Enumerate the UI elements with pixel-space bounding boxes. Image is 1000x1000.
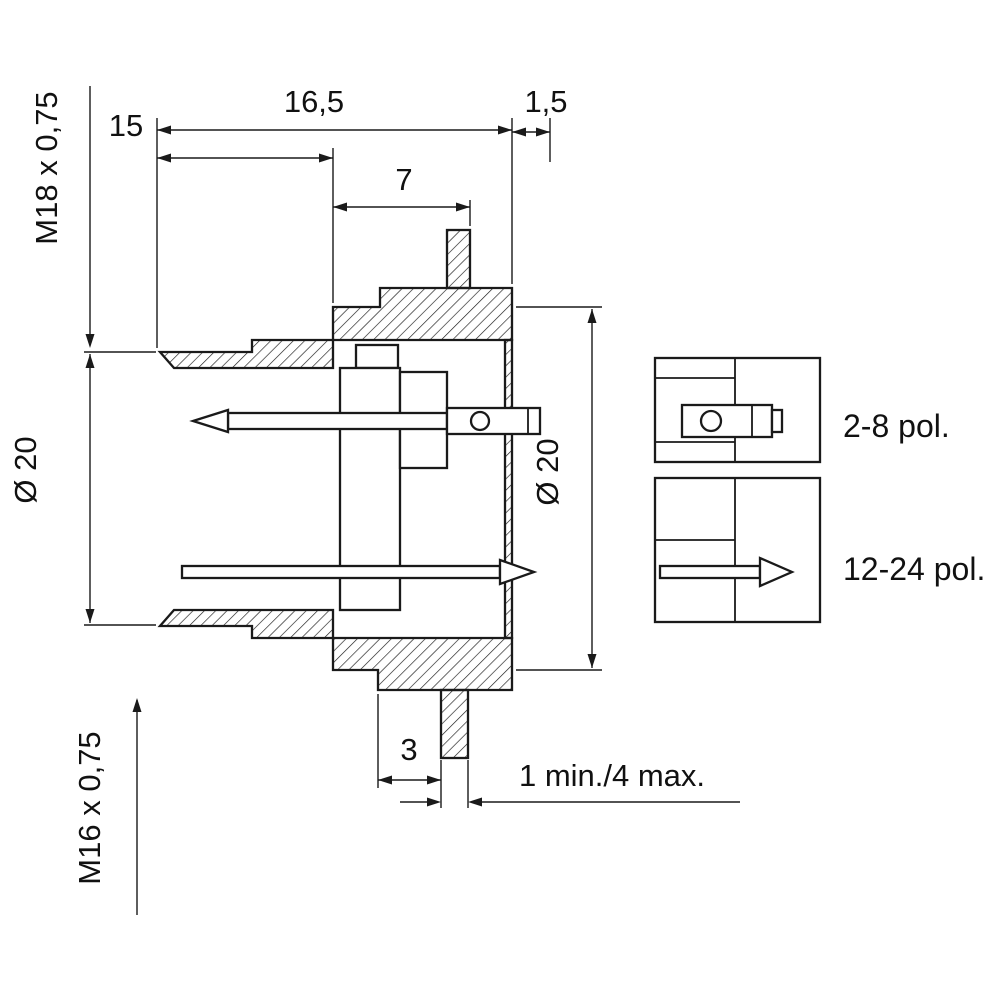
lower-pin-tip <box>498 558 538 586</box>
dimension-7: 7 <box>333 162 471 226</box>
thread-label-m16: M16 x 0,75 <box>72 731 107 884</box>
dimension-16-5: 16,5 <box>156 84 513 348</box>
centre-pin-shaft <box>226 411 449 431</box>
detail-blade-tip <box>758 556 795 588</box>
lower-pin-blade <box>180 564 502 580</box>
dia-label-right: Ø 20 <box>530 438 565 505</box>
dimension-1-5: 1,5 <box>512 84 568 162</box>
detail-blade-body <box>658 564 762 580</box>
centre-pin-tip <box>189 408 230 434</box>
flange-bottom <box>331 636 514 692</box>
dim-label-7: 7 <box>395 162 412 197</box>
dimension-3: 3 <box>377 694 442 808</box>
mounting-tab-bottom <box>439 688 470 760</box>
rear-wall <box>503 338 514 640</box>
dia-label-left: Ø 20 <box>8 436 43 503</box>
shell-bottom-wall <box>157 608 335 640</box>
detail-pin-body <box>680 403 774 439</box>
mounting-tab-top <box>445 228 472 290</box>
flange-top <box>331 286 514 342</box>
dimension-m16-thread: M16 x 0,75 <box>72 698 142 915</box>
dimension-panel-thickness: 1 min./4 max. <box>400 758 740 808</box>
dim-label-3: 3 <box>400 732 417 767</box>
thread-label-m18: M18 x 0,75 <box>29 91 64 244</box>
dim-label-15: 15 <box>109 108 143 143</box>
centre-pin <box>189 406 542 436</box>
terminal-hole <box>469 410 491 432</box>
insulator-key <box>354 343 400 370</box>
dim-label-panel: 1 min./4 max. <box>519 758 705 793</box>
dimension-15: 15 <box>109 108 334 303</box>
variant-label-small: 2-8 pol. <box>843 408 950 444</box>
lower-pin <box>180 558 538 586</box>
dimension-dia20-right: Ø 20 <box>516 306 602 671</box>
variant-label-large: 12-24 pol. <box>843 551 985 587</box>
shell-top-wall <box>157 338 335 370</box>
detail-pin-end <box>770 408 784 434</box>
connector-section-view <box>157 228 542 760</box>
dimension-m18-thread: M18 x 0,75 <box>29 86 95 348</box>
dim-label-16-5: 16,5 <box>284 84 344 119</box>
dim-label-1-5: 1,5 <box>524 84 567 119</box>
detail-view-12-24-pol: 12-24 pol. <box>653 476 985 624</box>
centre-pin-terminal <box>445 406 542 436</box>
dimension-dia20-left: Ø 20 <box>8 351 156 626</box>
detail-view-2-8-pol: 2-8 pol. <box>653 356 950 464</box>
detail-box-small <box>653 356 822 464</box>
detail-pin-hole <box>699 409 723 433</box>
detail-box-large <box>653 476 822 624</box>
